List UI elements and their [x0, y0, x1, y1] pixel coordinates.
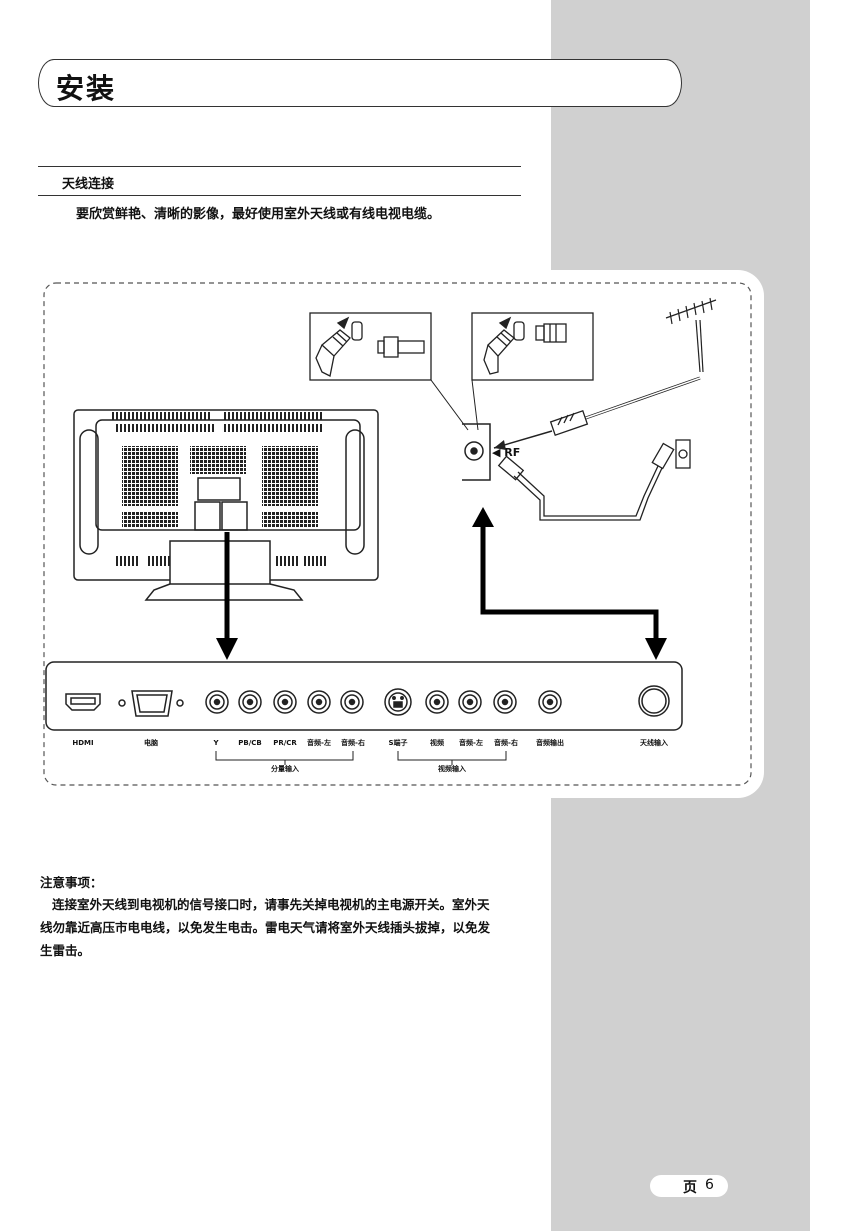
av-audio-r-label: 音频-右: [494, 738, 518, 747]
coax-plug-icon: [549, 410, 589, 436]
component-group-label: 分量输入: [271, 764, 299, 773]
comp-audio-r-label: 音频-右: [341, 738, 365, 747]
audio-out-port-icon: [538, 690, 562, 714]
video-group-label: 视频输入: [438, 764, 466, 773]
comp-audio-l-label: 音频-左: [307, 738, 331, 747]
notes-line: 线勿靠近高压市电电线，以免发生电击。雷电天气请将室外天线插头拔掉，以免发: [40, 920, 491, 935]
pc-port-icon: [118, 690, 184, 717]
svideo-port-icon: [384, 688, 412, 716]
y-port-icon: [205, 690, 229, 714]
av-audio-r-port-icon: [493, 690, 517, 714]
page-label: 页: [683, 1180, 697, 1196]
page-number: 6: [705, 1177, 714, 1193]
audio-out-label: 音频输出: [536, 738, 564, 747]
hdmi-port-icon: [65, 693, 101, 711]
tv-back-icon: [73, 409, 379, 601]
notes-line: 连接室外天线到电视机的信号接口时，请事先关掉电视机的主电源开关。室外天: [52, 897, 490, 912]
comp-audio-r-port-icon: [340, 690, 364, 714]
pc-label: 电脑: [144, 738, 158, 747]
heading-rule-bottom: [38, 195, 521, 196]
rf-jack-icon: [462, 423, 491, 481]
rear-panel: [45, 661, 683, 731]
hdmi-label: HDMI: [72, 739, 93, 747]
title-box: [38, 59, 682, 107]
antenna-in-label: 天线输入: [640, 738, 668, 747]
dashed-frame: [43, 282, 752, 786]
video-port-icon: [425, 690, 449, 714]
cable-loop-icon: [497, 439, 691, 521]
antenna-in-port-icon: [638, 685, 670, 717]
svideo-label: S端子: [388, 738, 407, 747]
coax-plug-inset-right: [471, 312, 594, 381]
pb-port-icon: [238, 690, 262, 714]
rf-label: ◀ RF: [492, 446, 520, 459]
page-number-badge: [650, 1175, 728, 1197]
coax-plug-inset-left: [309, 312, 432, 381]
av-audio-l-port-icon: [458, 690, 482, 714]
notes-body: 连接室外天线到电视机的信号接口时，请事先关掉电视机的主电源开关。室外天 线勿靠近…: [40, 893, 552, 962]
pr-label: PR/CR: [273, 739, 297, 747]
video-label: 视频: [430, 738, 444, 747]
pb-label: PB/CB: [238, 739, 262, 747]
av-audio-l-label: 音频-左: [459, 738, 483, 747]
section-heading: 天线连接: [62, 177, 115, 192]
heading-rule-top: [38, 166, 521, 167]
y-label: Y: [212, 739, 219, 747]
intro-text: 要欣赏鲜艳、清晰的影像，最好使用室外天线或有线电视电缆。: [76, 207, 441, 222]
comp-audio-l-port-icon: [307, 690, 331, 714]
notes-title: 注意事项：: [40, 875, 103, 890]
notes-line: 生雷击。: [40, 943, 91, 958]
outdoor-antenna-icon: [665, 297, 717, 373]
pr-port-icon: [273, 690, 297, 714]
page-title: 安装: [56, 72, 117, 105]
